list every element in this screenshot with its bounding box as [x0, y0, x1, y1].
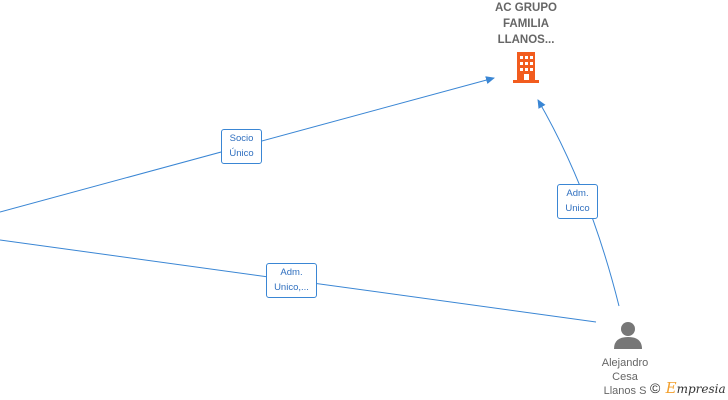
- company-node-label[interactable]: AC GRUPO FAMILIA LLANOS...: [476, 0, 576, 48]
- empresia-watermark: © Empresia: [650, 379, 726, 397]
- edge-label-line: Unico: [565, 203, 590, 214]
- edge-label-adm-unico-multi[interactable]: Adm. Unico,...: [266, 263, 317, 298]
- company-label-line: FAMILIA: [503, 18, 549, 30]
- person-label-line: Cesa: [612, 371, 638, 383]
- person-icon[interactable]: [614, 322, 642, 349]
- edge-label-line: Adm.: [280, 267, 303, 278]
- company-label-line: LLANOS...: [497, 34, 555, 46]
- brand-logo-text: mpresia: [676, 382, 726, 396]
- edge-label-line: Único: [229, 148, 254, 159]
- edge-label-line: Socio: [229, 133, 254, 144]
- person-label-line: Llanos S: [603, 385, 647, 397]
- edge-label-line: Adm.: [566, 188, 589, 199]
- person-node-label[interactable]: Alejandro Cesa Llanos S: [590, 356, 660, 398]
- person-label-line: Alejandro: [601, 357, 649, 369]
- edge-label-line: Unico,...: [274, 282, 309, 293]
- brand-logo-letter: E: [665, 379, 677, 397]
- edge-label-adm-unico[interactable]: Adm. Unico: [557, 184, 598, 219]
- building-icon[interactable]: [513, 52, 539, 83]
- copyright-icon: ©: [650, 380, 661, 396]
- company-label-line: AC GRUPO: [495, 2, 557, 14]
- edge-label-socio-unico[interactable]: Socio Único: [221, 129, 262, 164]
